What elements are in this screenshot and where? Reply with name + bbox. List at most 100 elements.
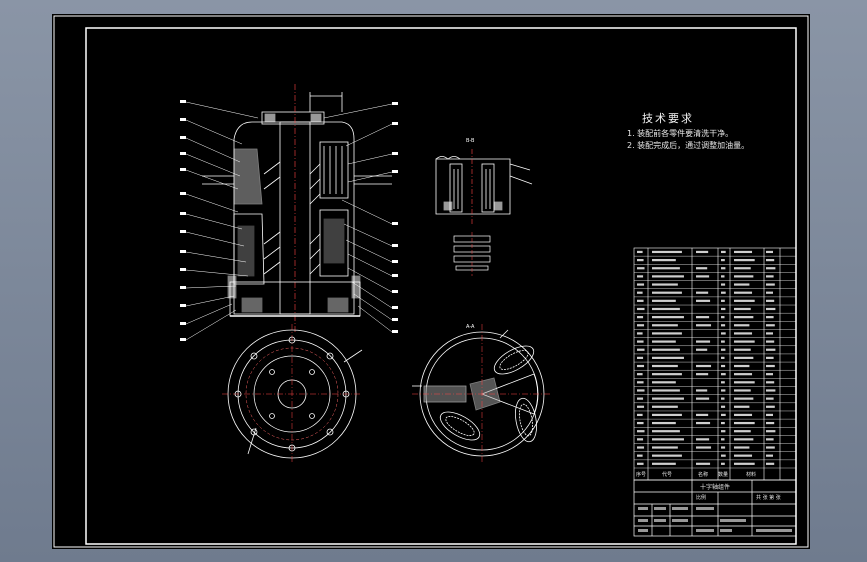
parts-cell-text (696, 397, 710, 400)
parts-cell-text (734, 332, 753, 335)
parts-cell-text (652, 348, 680, 351)
parts-cell-text (721, 356, 725, 359)
parts-cell-text (637, 348, 645, 351)
parts-cell-text (637, 340, 644, 343)
parts-cell-text (696, 438, 710, 441)
section-label-b: B-B (466, 138, 475, 144)
title-block-drawing-title: 十字轴组件 (700, 484, 731, 491)
parts-cell-text (721, 332, 726, 335)
parts-cell-text (637, 389, 645, 392)
parts-cell-text (766, 283, 775, 286)
parts-cell-text (734, 389, 751, 392)
parts-cell-text (637, 332, 643, 335)
parts-cell-text (652, 259, 676, 262)
parts-cell-text (637, 462, 644, 465)
section-view-right (412, 324, 552, 464)
parts-cell-text (734, 405, 750, 408)
parts-cell-text (637, 454, 643, 457)
parts-cell-text (734, 373, 753, 376)
parts-cell-text (652, 291, 682, 294)
parts-cell-text (652, 430, 680, 433)
parts-cell-text (637, 381, 644, 384)
parts-cell-text (652, 356, 684, 359)
leader-lines-left (185, 101, 259, 341)
parts-cell-text (637, 413, 643, 417)
parts-cell-text (766, 356, 774, 359)
cad-viewport[interactable]: 技术要求 1. 装配前各零件要清洗干净。 2. 装配完成后，通过调整加油量。 B… (52, 14, 810, 549)
parts-cell-text (637, 405, 645, 408)
parts-cell-text (652, 413, 682, 417)
plan-view-left (222, 324, 363, 464)
parts-cell-text (721, 340, 725, 343)
parts-cell-text (734, 356, 754, 359)
parts-cell-text (637, 446, 645, 449)
parts-cell-text (652, 438, 684, 441)
parts-cell-text (637, 316, 644, 319)
parts-cell-text (696, 291, 709, 294)
parts-cell-text (766, 307, 776, 311)
parts-cell-text (766, 373, 773, 376)
parts-cell-text (637, 397, 644, 400)
parts-cell-text (721, 389, 726, 392)
parts-cell-text (696, 275, 710, 278)
title-block-fills (638, 507, 792, 532)
parts-cell-text (734, 364, 750, 368)
parts-list-cells (637, 250, 776, 465)
parts-cell-text (766, 267, 776, 270)
parts-cell-text (637, 307, 645, 311)
parts-cell-text (637, 259, 644, 262)
parts-cell-text (766, 413, 773, 417)
detail-view (435, 149, 533, 224)
parts-cell-text (734, 299, 755, 302)
parts-cell-text (766, 438, 774, 441)
parts-cell-text (766, 340, 775, 343)
parts-cell-text (721, 307, 726, 311)
parts-cell-text (766, 291, 773, 294)
parts-cell-text (637, 291, 643, 294)
parts-cell-text (652, 316, 684, 319)
parts-cell-text (766, 348, 776, 351)
parts-cell-text (696, 446, 712, 449)
parts-cell-text (766, 250, 773, 254)
parts-cell-text (721, 324, 726, 327)
parts-cell-text (721, 405, 726, 408)
parts-cell-text (734, 421, 755, 425)
drawing-canvas (53, 15, 809, 548)
parts-cell-text (734, 348, 751, 351)
parts-cell-text (721, 291, 726, 294)
parts-cell-text (696, 348, 708, 351)
tech-requirement-1: 1. 装配前各零件要清洗干净。 (627, 129, 734, 138)
parts-cell-text (652, 267, 680, 270)
parts-cell-text (734, 397, 754, 400)
parts-cell-text (734, 430, 751, 433)
parts-cell-text (652, 405, 678, 408)
parts-cell-text (652, 454, 682, 457)
parts-cell-text (721, 454, 726, 457)
parts-list-table (633, 247, 797, 481)
parts-cell-text (721, 438, 725, 441)
parts-cell-text (721, 373, 726, 376)
tech-requirements-title: 技术要求 (642, 112, 694, 125)
parts-cell-text (721, 413, 726, 417)
parts-cell-text (734, 259, 755, 262)
parts-cell-text (734, 291, 753, 294)
parts-cell-text (652, 462, 676, 465)
parts-cell-text (734, 250, 753, 254)
parts-cell-text (734, 381, 755, 384)
parts-cell-text (766, 430, 776, 433)
parts-cell-text (766, 316, 774, 319)
tech-requirement-2: 2. 装配完成后，通过调整加油量。 (627, 141, 750, 150)
parts-header-code: 代号 (662, 472, 673, 478)
parts-cell-text (721, 462, 725, 465)
parts-cell-text (734, 462, 755, 465)
parts-cell-text (652, 381, 676, 384)
parts-cell-text (696, 316, 710, 319)
parts-cell-text (734, 446, 750, 449)
parts-header-name: 名称 (698, 472, 709, 478)
parts-cell-text (721, 430, 726, 433)
parts-cell-text (637, 356, 644, 359)
parts-cell-text (721, 250, 726, 254)
part-tags (180, 100, 398, 341)
parts-cell-text (637, 324, 645, 327)
parts-cell-text (652, 250, 682, 254)
